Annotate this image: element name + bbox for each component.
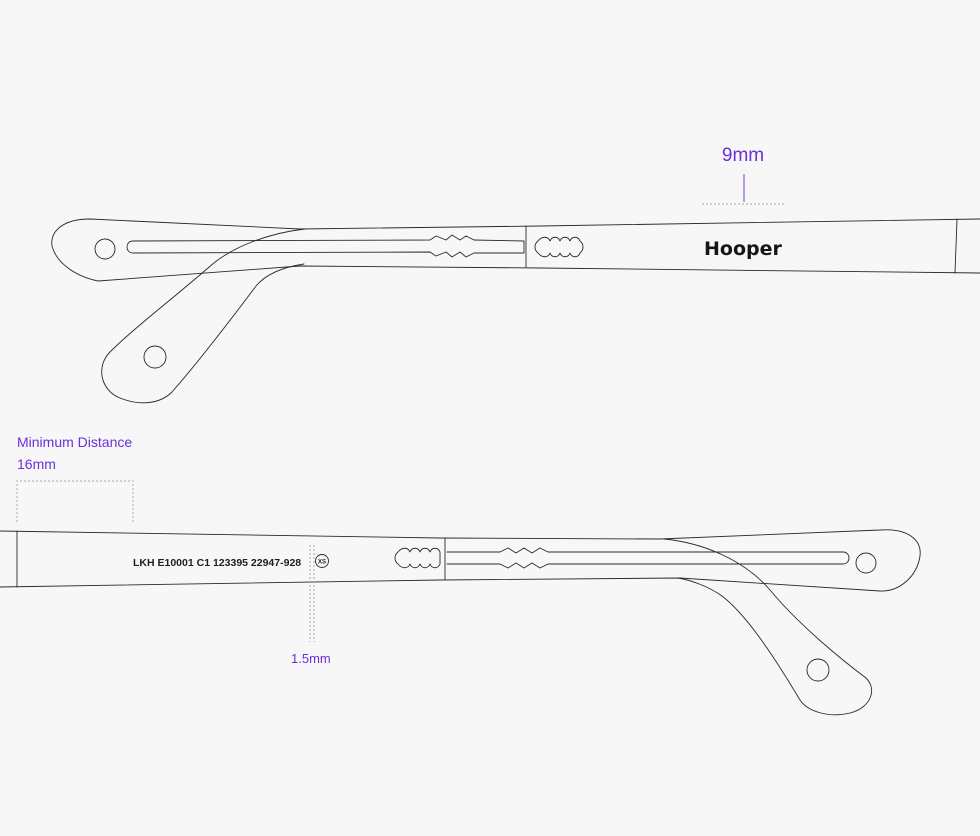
bottom-hook-hole [806, 658, 830, 682]
top-dimension-label: 9mm [722, 145, 764, 166]
bottom-adjustment-grooves [394, 547, 441, 569]
bottom-wire-channel [446, 547, 850, 569]
top-hinge-line [954, 218, 958, 274]
minimum-distance-label: Minimum Distance [17, 434, 132, 450]
engraving-text: LKH E10001 C1 123395 22947-928 [133, 557, 301, 569]
minimum-distance-value: 16mm [17, 456, 56, 472]
top-ear-hook [101, 228, 306, 404]
size-badge-text: XS [318, 560, 326, 566]
top-adjustment-grooves [534, 236, 584, 258]
bottom-temple-outline [0, 529, 921, 592]
top-wire-channel [126, 234, 525, 258]
size-badge-circle [315, 554, 329, 568]
bottom-tip-hole [855, 552, 877, 574]
bottom-temple-arm: LKH E10001 C1 123395 22947-928 XS 1.5mm … [0, 434, 921, 716]
engraving-height-label: 1.5mm [291, 651, 331, 666]
bottom-ear-hook [663, 538, 872, 716]
brand-logo: Hooper [704, 238, 782, 260]
top-tip-hole [94, 238, 116, 260]
top-temple-arm: Hooper 9mm [51, 145, 980, 404]
top-temple-outline [51, 218, 980, 282]
top-hook-hole [143, 345, 167, 369]
minimum-distance-guide [16, 480, 134, 522]
